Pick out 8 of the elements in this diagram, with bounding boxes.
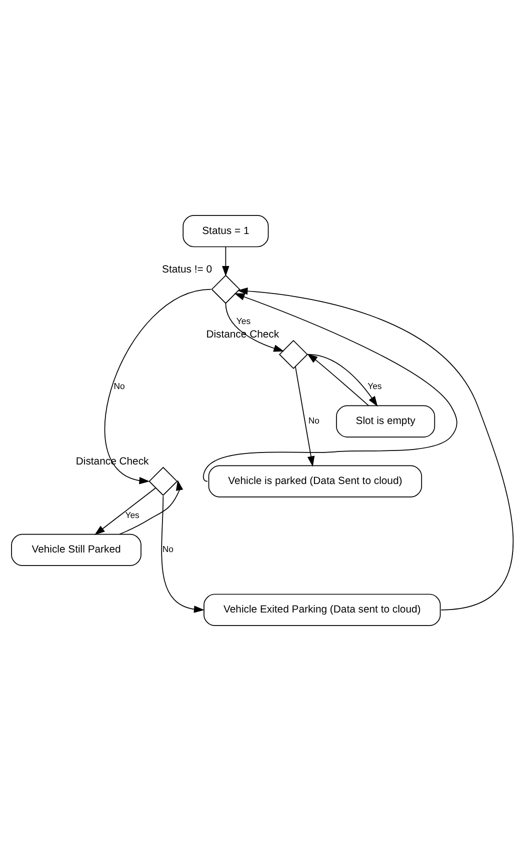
node-label: Distance Check	[206, 330, 280, 341]
edge-label: No	[308, 416, 320, 426]
node-label: Status != 0	[162, 264, 212, 276]
edge-label: Yes	[368, 381, 382, 392]
edge-label: Yes	[125, 510, 140, 520]
edge-label: No	[162, 544, 174, 554]
edge-label: No	[114, 381, 125, 392]
edge-label: Yes	[236, 316, 251, 326]
